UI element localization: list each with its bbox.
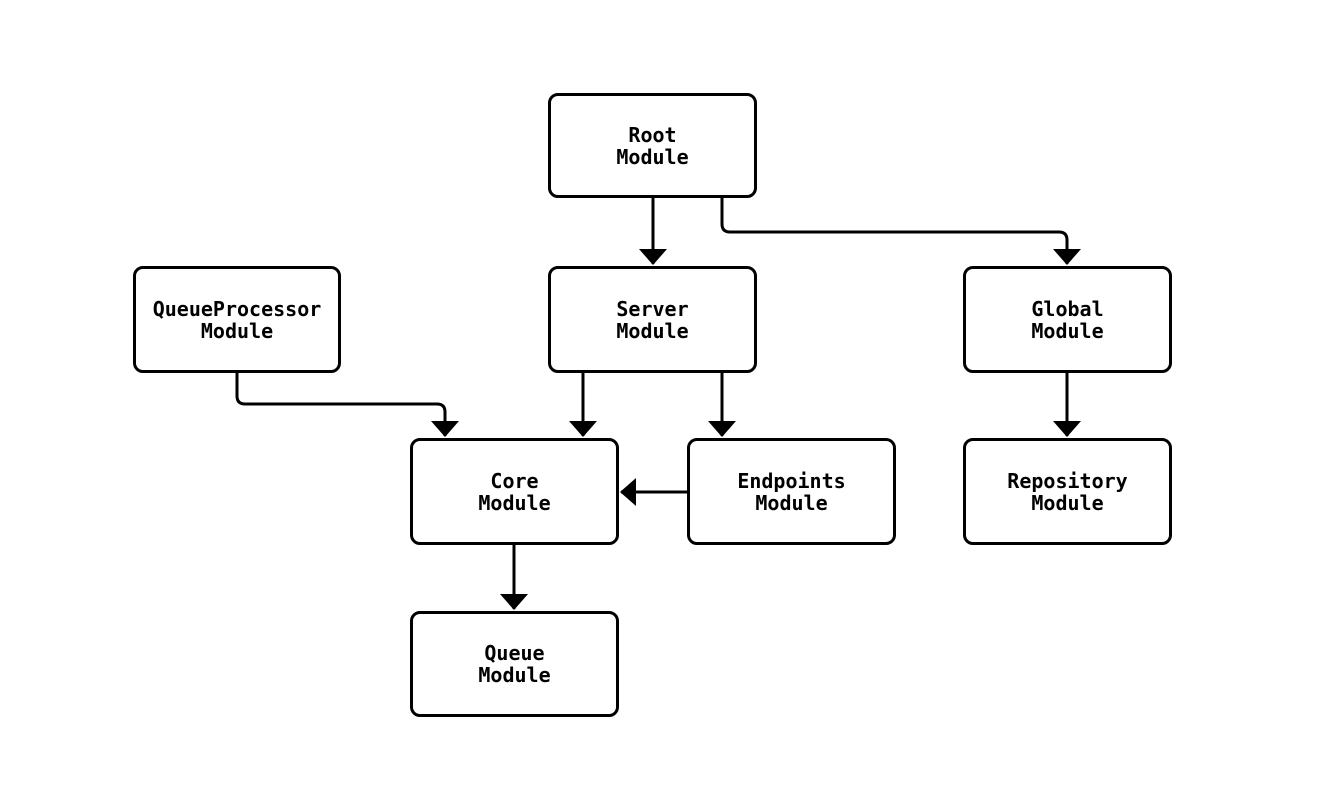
node-repository-module: Repository Module — [963, 438, 1172, 545]
node-server-module: Server Module — [548, 266, 757, 373]
node-queue-module: Queue Module — [410, 611, 619, 717]
node-endpoints-module: Endpoints Module — [687, 438, 896, 545]
edge-root-to-global — [720, 198, 1081, 265]
node-global-module: Global Module — [963, 266, 1172, 373]
node-core-module: Core Module — [410, 438, 619, 545]
node-queueprocessor-module: QueueProcessor Module — [133, 266, 341, 373]
edge-queueprocessor-to-core — [235, 373, 459, 437]
node-root-module: Root Module — [548, 93, 757, 198]
